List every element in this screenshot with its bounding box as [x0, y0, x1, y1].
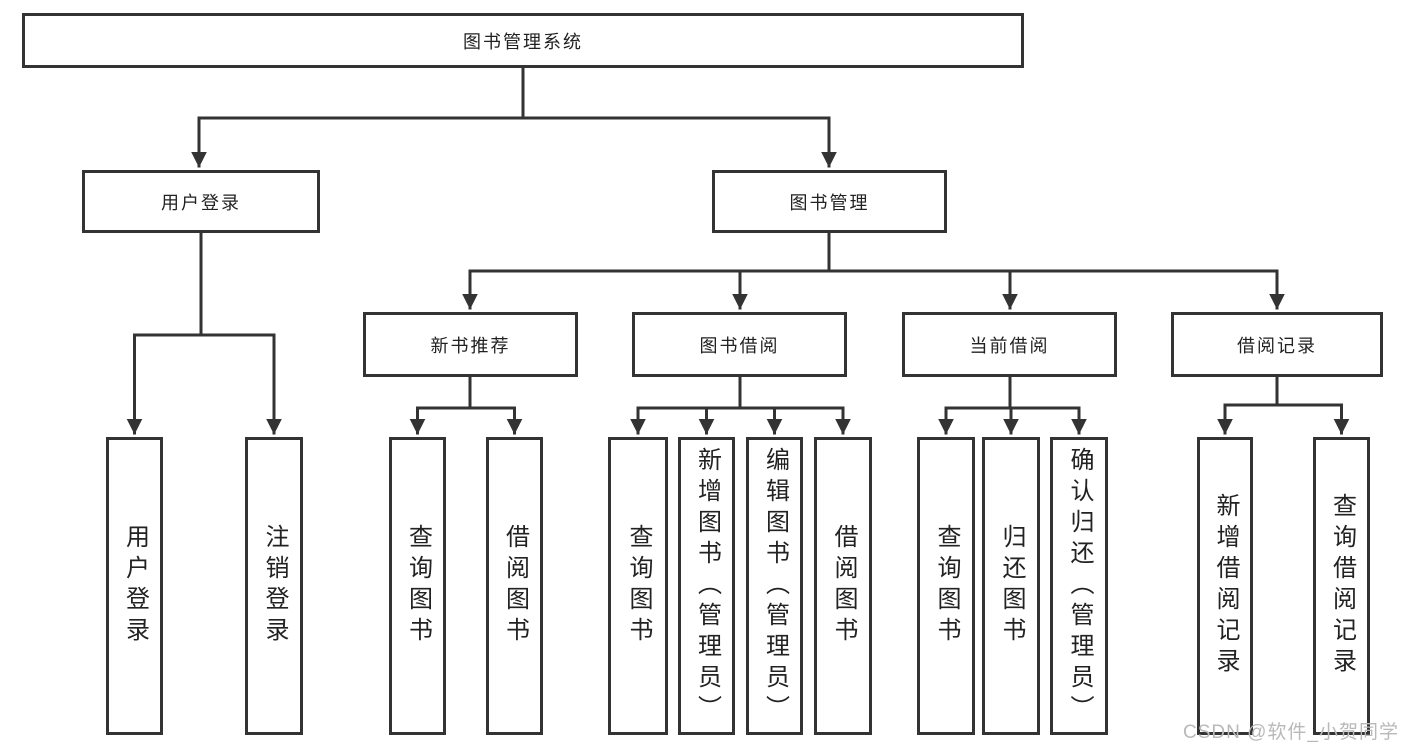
- leaf-add-book-admin: 新增图书（管理员）: [678, 437, 735, 735]
- leaf-query-books-recommend: 查询图书: [389, 437, 446, 735]
- node-book-management-system: 图书管理系统: [22, 13, 1024, 68]
- node-current-borrowing: 当前借阅: [902, 312, 1117, 377]
- leaf-query-borrow-record: 查询借阅记录: [1313, 437, 1370, 735]
- csdn-watermark: CSDN @软件_小贺同学: [1183, 722, 1399, 743]
- leaf-return-books: 归还图书: [982, 437, 1040, 735]
- node-book-management: 图书管理: [712, 170, 947, 233]
- leaf-edit-book-admin: 编辑图书（管理员）: [746, 437, 803, 735]
- leaf-query-books-borrowing: 查询图书: [608, 437, 668, 735]
- node-new-book-recommendation: 新书推荐: [363, 312, 578, 377]
- node-user-login: 用户登录: [82, 170, 320, 233]
- leaf-borrow-books-borrowing: 借阅图书: [814, 437, 872, 735]
- leaf-query-books-current: 查询图书: [917, 437, 975, 735]
- leaf-borrow-books-recommend: 借阅图书: [486, 437, 543, 735]
- leaf-user-login: 用户登录: [106, 437, 163, 735]
- node-book-borrowing: 图书借阅: [632, 312, 847, 377]
- leaf-logout: 注销登录: [245, 437, 303, 735]
- leaf-add-borrow-record: 新增借阅记录: [1197, 437, 1253, 735]
- node-borrowing-records: 借阅记录: [1171, 312, 1383, 377]
- leaf-confirm-return-admin: 确认归还（管理员）: [1050, 437, 1108, 735]
